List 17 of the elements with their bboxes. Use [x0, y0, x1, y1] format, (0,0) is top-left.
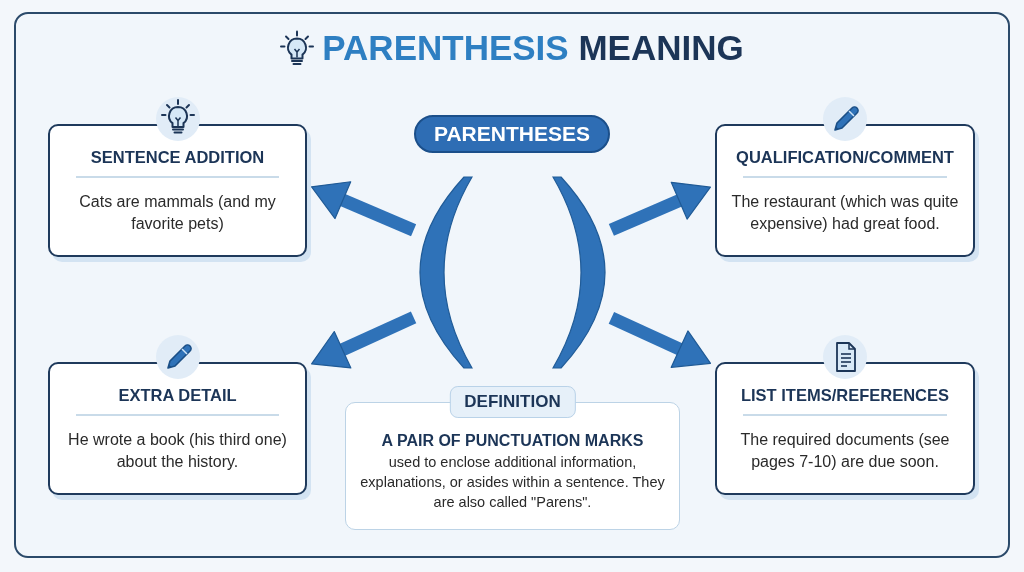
topic-pill: PARENTHESES — [414, 115, 610, 153]
title: PARENTHESIS MEANING — [322, 27, 744, 69]
arrow — [608, 312, 714, 370]
definition-tab: DEFINITION — [449, 386, 576, 418]
parentheses-illustration — [420, 175, 605, 370]
arrow — [608, 181, 713, 236]
card-heading: LIST ITEMS/REFERENCES — [740, 385, 950, 405]
definition-text: A PAIR OF PUNCTUATION MARKS used to enclose additional information, explanations, or asides within a sentence. They are also called "Parens". — [359, 431, 666, 512]
arrow — [309, 180, 417, 237]
example-text: He wrote a book (his third one) about the history. — [67, 429, 288, 472]
example-text: Cats are mammals (and my favorite pets) — [78, 191, 277, 234]
example-text: The required documents (see pages 7-10) are due soon. — [739, 429, 951, 472]
arrow — [308, 311, 417, 370]
example-text: The restaurant (which was quite expensive) had great food. — [730, 191, 960, 234]
card-heading: QUALIFICATION/COMMENT — [736, 147, 954, 167]
card-heading: SENTENCE ADDITION — [90, 147, 265, 167]
card-heading: EXTRA DETAIL — [118, 385, 237, 405]
